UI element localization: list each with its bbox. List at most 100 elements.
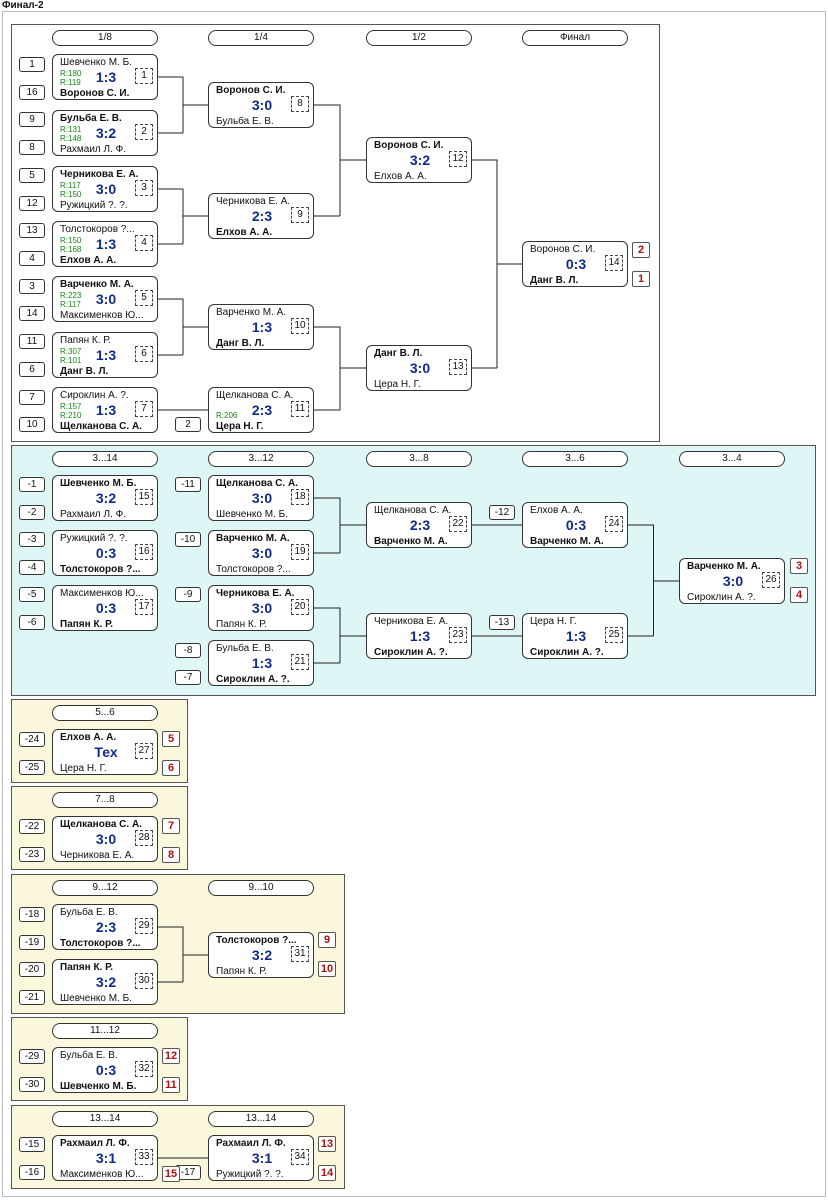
rating-top: R:131 xyxy=(60,125,82,134)
seed-label: 10 xyxy=(19,417,45,432)
player-bottom: Варченко М. А. xyxy=(530,536,604,547)
seed-label: 13 xyxy=(19,223,45,238)
match-number: 16 xyxy=(135,544,153,560)
player-top: Черникова Е. А. xyxy=(216,588,295,599)
match-score: 3:2 xyxy=(409,152,431,168)
player-bottom: Шевченко М. Б. xyxy=(216,509,288,520)
match-number: 4 xyxy=(135,235,153,251)
player-top: Бульба Е. В. xyxy=(216,643,274,654)
page-title: Финал-2 xyxy=(2,0,44,11)
place-badge: 6 xyxy=(162,760,180,776)
player-bottom: Рахмаил Л. Ф. xyxy=(60,509,127,520)
match-score: 3:0 xyxy=(95,831,117,847)
match-number: 30 xyxy=(135,973,153,989)
rating-bottom: R:101 xyxy=(60,356,82,365)
seed-label: 4 xyxy=(19,251,45,266)
player-top: Папян К. Р. xyxy=(60,962,114,973)
seed-label: -9 xyxy=(175,587,201,602)
round-header: 3...8 xyxy=(366,451,472,467)
match-score: 3:2 xyxy=(95,974,117,990)
match-score: 1:3 xyxy=(95,402,117,418)
player-bottom: Рахмаил Л. Ф. xyxy=(60,144,127,155)
player-top: Сироклин А. ?. xyxy=(60,390,129,401)
player-top: Варченко М. А. xyxy=(60,279,134,290)
match-number: 23 xyxy=(449,627,467,643)
place-badge: 15 xyxy=(162,1166,180,1182)
place-badge: 5 xyxy=(162,731,180,747)
seed-label: -24 xyxy=(19,732,45,747)
round-header: Финал xyxy=(522,30,628,46)
outer-frame xyxy=(2,11,826,1197)
place-badge: 11 xyxy=(162,1077,180,1093)
match-number: 22 xyxy=(449,516,467,532)
player-top: Елхов А. А. xyxy=(60,732,117,743)
player-top: Бульба Е. В. xyxy=(60,1050,118,1061)
seed-label: -1 xyxy=(19,477,45,492)
seed-label: -30 xyxy=(19,1077,45,1092)
player-bottom: Цера Н. Г. xyxy=(216,421,264,432)
place-badge: 12 xyxy=(162,1048,180,1064)
rating-top: R:307 xyxy=(60,347,82,356)
seed-label: 7 xyxy=(19,390,45,405)
seed-label: -19 xyxy=(19,935,45,950)
place-badge: 4 xyxy=(790,587,808,603)
match-score: 3:1 xyxy=(95,1150,117,1166)
player-top: Шевченко М. Б. xyxy=(60,478,137,489)
player-bottom: Сироклин А. ?. xyxy=(216,674,290,685)
match-number: 31 xyxy=(291,946,309,962)
player-top: Толстокоров ?... xyxy=(216,935,297,946)
player-bottom: Папян К. Р. xyxy=(216,966,267,977)
match-score: 0:3 xyxy=(565,517,587,533)
player-bottom: Толстокоров ?... xyxy=(60,564,141,575)
match-score: 0:3 xyxy=(95,600,117,616)
seed-label: -15 xyxy=(19,1137,45,1152)
place-badge: 3 xyxy=(790,558,808,574)
seed-label: -17 xyxy=(175,1165,201,1180)
match-number: 1 xyxy=(135,68,153,84)
player-bottom: Елхов А. А. xyxy=(60,255,117,266)
match-number: 12 xyxy=(449,151,467,167)
match-score: 3:0 xyxy=(251,97,273,113)
seed-label: -23 xyxy=(19,847,45,862)
round-header: 13...14 xyxy=(208,1111,314,1127)
round-header: 9...12 xyxy=(52,880,158,896)
round-header: 3...4 xyxy=(679,451,785,467)
match-number: 28 xyxy=(135,830,153,846)
match-score: 3:1 xyxy=(251,1150,273,1166)
player-top: Щелканова С. А. xyxy=(216,478,298,489)
